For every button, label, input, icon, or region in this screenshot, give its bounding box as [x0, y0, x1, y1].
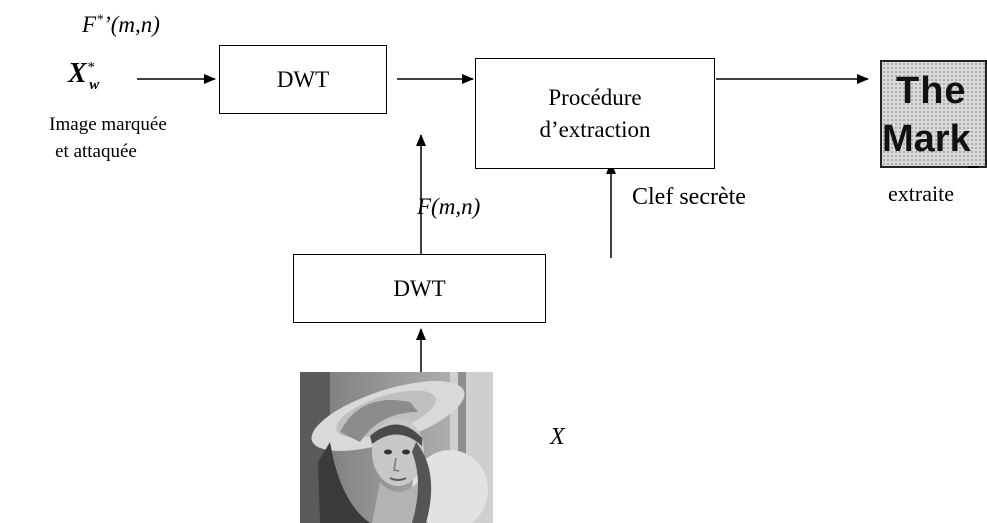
input-symbol: X*w: [68, 58, 100, 93]
output-caption-fragment: [968, 166, 978, 180]
feature-label: F(m,n): [417, 194, 481, 219]
output-caption: extraite: [888, 181, 954, 206]
watermark-image: The Mark: [880, 60, 987, 168]
secret-key-label: Clef secrète: [632, 184, 746, 210]
watermark-text-line2: Mark: [882, 118, 971, 160]
extraction-procedure-box: Procédure d’extraction: [475, 58, 715, 169]
dwt-top-box: DWT: [219, 45, 387, 114]
original-image: [300, 372, 493, 523]
dwt-bottom-box: DWT: [293, 254, 546, 323]
input-caption-line1: Image marquée: [49, 114, 167, 135]
dwt-top-label: DWT: [276, 66, 330, 92]
input-caption-line2: et attaquée: [55, 140, 137, 162]
watermark-text-line1: The: [896, 70, 967, 112]
dwt-bottom-label: DWT: [393, 275, 446, 301]
original-image-label: X: [550, 424, 565, 450]
input-top-label: F*’(m,n): [82, 12, 160, 37]
watermark-logo-icon: [882, 62, 985, 166]
portrait-photo-icon: [300, 372, 493, 523]
extraction-procedure-label: Procédure d’extraction: [539, 85, 651, 142]
input-caption: Image marquée et attaquée: [8, 112, 208, 165]
